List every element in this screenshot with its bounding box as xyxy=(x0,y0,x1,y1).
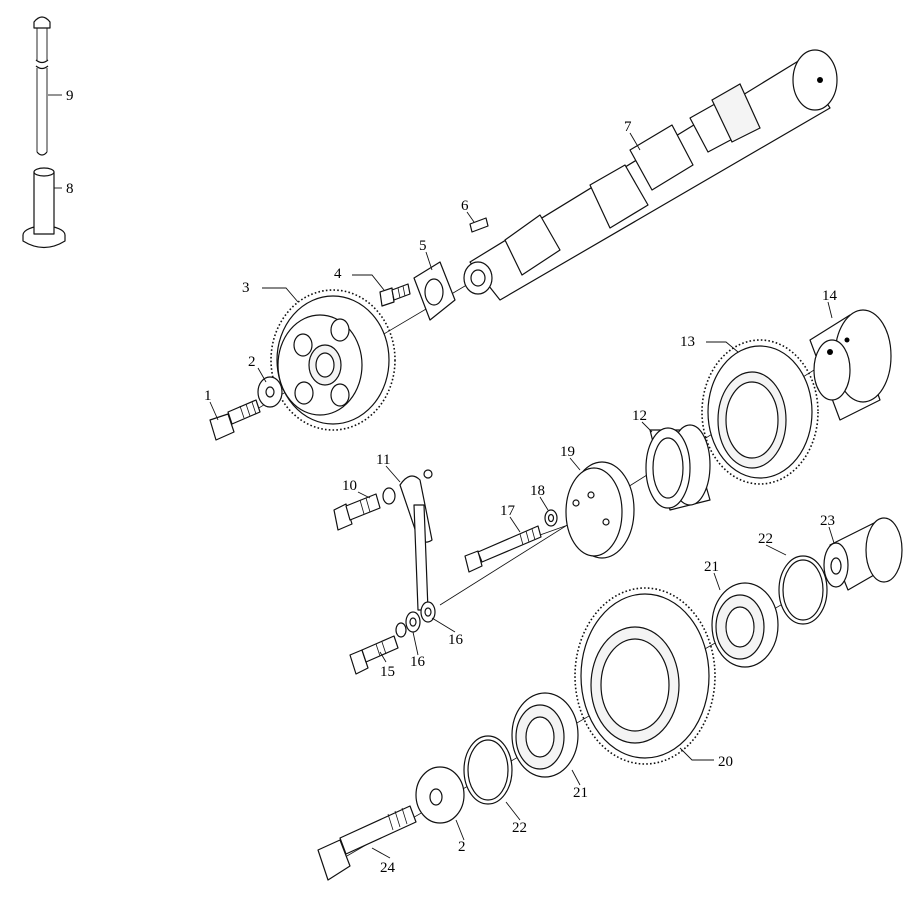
callout-24: 24 xyxy=(380,860,396,876)
lever-part-11 xyxy=(399,469,433,611)
callout-16-upper: 16 xyxy=(448,632,464,648)
bushing-part-12 xyxy=(645,424,711,511)
callout-23: 23 xyxy=(820,513,835,529)
bearing-part-21-upper xyxy=(711,582,779,668)
washer-part-18 xyxy=(544,509,558,527)
callout-9: 9 xyxy=(66,88,74,104)
callout-12: 12 xyxy=(632,408,647,424)
bolt-part-4 xyxy=(379,283,411,307)
leader-lines xyxy=(48,94,835,859)
callout-20: 20 xyxy=(718,754,733,770)
tappet-part-8 xyxy=(22,167,66,249)
callout-15: 15 xyxy=(380,664,395,680)
callout-10: 10 xyxy=(342,478,357,494)
snap-ring-part-22-lower xyxy=(463,735,513,805)
gear-part-20 xyxy=(574,587,716,765)
washer-part-2-upper xyxy=(257,376,283,408)
callout-2-upper: 2 xyxy=(248,354,256,370)
callout-8: 8 xyxy=(66,181,74,197)
bearing-part-21-lower xyxy=(511,692,579,778)
washer-part-2-lower xyxy=(415,766,465,824)
bolt-part-24 xyxy=(317,805,417,881)
hub-part-14 xyxy=(809,309,892,421)
washers-part-16 xyxy=(395,601,436,638)
callout-3: 3 xyxy=(242,280,250,296)
bolt-part-10 xyxy=(333,487,396,531)
callout-18: 18 xyxy=(530,483,545,499)
callout-19: 19 xyxy=(560,444,575,460)
bolt-part-1 xyxy=(209,399,261,441)
push-rod-part-9 xyxy=(33,16,51,156)
callout-21-upper: 21 xyxy=(704,559,719,575)
long-bolt-part-17 xyxy=(464,525,542,573)
bolt-part-15 xyxy=(349,635,399,675)
callout-22-lower: 22 xyxy=(512,820,527,836)
callout-14: 14 xyxy=(822,288,838,304)
idler-gear-part-13 xyxy=(701,339,819,485)
callout-11: 11 xyxy=(376,452,390,468)
callout-1: 1 xyxy=(204,388,212,404)
callout-labels: 1 2 3 4 5 6 7 8 9 10 11 12 13 14 15 16 1… xyxy=(66,88,838,876)
callout-21-lower: 21 xyxy=(573,785,588,801)
callout-7: 7 xyxy=(624,119,632,135)
snap-ring-part-22-upper xyxy=(778,555,828,625)
callout-5: 5 xyxy=(419,238,427,254)
callout-16-lower: 16 xyxy=(410,654,426,670)
callout-13: 13 xyxy=(680,334,695,350)
cam-gear-part-3 xyxy=(270,289,396,431)
thrust-plate-part-5 xyxy=(413,261,456,321)
shaft-part-23 xyxy=(823,517,903,591)
callout-22-upper: 22 xyxy=(758,531,773,547)
key-part-6 xyxy=(469,217,489,233)
plate-part-19 xyxy=(565,461,635,559)
callout-2-lower: 2 xyxy=(458,839,466,855)
callout-6: 6 xyxy=(461,198,469,214)
camshaft-part-7 xyxy=(463,49,838,301)
callout-4: 4 xyxy=(334,266,342,282)
callout-17: 17 xyxy=(500,503,516,519)
